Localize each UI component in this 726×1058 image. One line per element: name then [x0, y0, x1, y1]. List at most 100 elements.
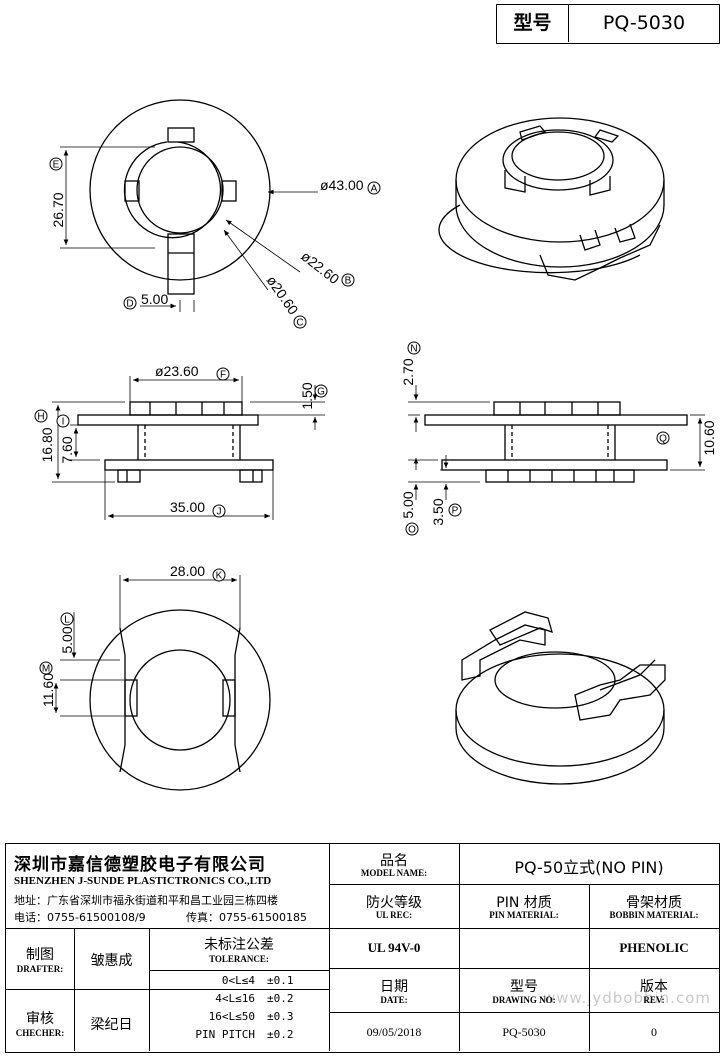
tolerance-range: PIN PITCH	[195, 1028, 255, 1041]
dim-label-a: A	[367, 181, 381, 195]
model-name-label-en: MODEL NAME:	[360, 868, 428, 878]
dim-P-value: 3.50	[430, 498, 446, 525]
dim-O-value: 5.00	[400, 491, 416, 518]
title-block: 深圳市嘉信德塑胶电子有限公司 SHENZHEN J-SUNDE PLASTICT…	[5, 843, 720, 1053]
iso-view-top	[438, 117, 665, 281]
tolerance-value: ±0.2	[267, 992, 294, 1005]
ul-value: UL 94V-0	[367, 940, 421, 955]
rev-label-en: REV:	[643, 995, 665, 1005]
dim-label-f: F	[216, 367, 230, 381]
company-name-cn: 深圳市嘉信德塑胶电子有限公司	[14, 855, 266, 875]
watermark: www.jydbobbin.com	[543, 989, 711, 1007]
dim-F-value: ø23.60	[155, 363, 199, 379]
company-fax: 传真：0755-61500185	[186, 911, 307, 924]
dim-label-q: Q	[656, 431, 670, 445]
iso-view-bottom	[455, 611, 666, 785]
tolerance-label-cn: 未标注公差	[204, 937, 274, 953]
front-view	[52, 376, 325, 520]
dim-J-value: 35.00	[170, 499, 205, 515]
company-address: 地址：广东省深圳市福永街道和平和昌工业园三栋四楼	[14, 894, 278, 907]
dim-label-o: O	[405, 522, 419, 536]
dim-C-value: ø20.60	[264, 273, 302, 318]
drafter-label-en: DRAFTER:	[16, 964, 64, 974]
pin-label-en: PIN MATERIAL:	[489, 910, 559, 920]
dim-label-k: K	[212, 568, 226, 582]
ul-label-en: UL REC:	[375, 910, 413, 920]
svg-text:A: A	[371, 184, 378, 195]
checker-label-en: CHECHER:	[15, 1028, 65, 1038]
dim-label-n: N	[407, 341, 421, 355]
dim-label-b: B	[341, 273, 355, 287]
bobbin-label-cn: 骨架材质	[626, 895, 682, 911]
bobbin-value: PHENOLIC	[619, 940, 689, 955]
svg-text:E: E	[53, 160, 60, 171]
rev-label-cn: 版本	[640, 979, 668, 995]
side-view	[408, 385, 705, 500]
pin-label-cn: PIN 材质	[496, 895, 552, 911]
tolerance-row: 16<L≤50 ±0.3	[149, 1010, 329, 1028]
bobbin-label-en: BOBBIN MATERIAL:	[609, 910, 699, 920]
tolerance-value: ±0.3	[267, 1010, 294, 1023]
dim-label-d: D	[123, 296, 137, 310]
svg-text:B: B	[345, 276, 352, 287]
drawing-no-value: PQ-5030	[502, 1025, 546, 1039]
svg-text:I: I	[62, 417, 65, 428]
rev-value: 0	[651, 1025, 657, 1039]
checker-value: 梁纪日	[90, 1017, 133, 1033]
dim-Q-value: 10.60	[701, 420, 717, 455]
svg-text:D: D	[126, 299, 133, 310]
tolerance-range: 0<L≤4	[221, 974, 255, 987]
dim-N-value: 2.70	[400, 358, 416, 385]
dim-label-m: M	[39, 661, 53, 675]
bottom-view	[53, 575, 271, 791]
svg-text:G: G	[317, 387, 325, 398]
svg-text:C: C	[296, 318, 303, 329]
header-box: 型号 PQ-5030	[496, 4, 720, 44]
dim-L-value: 5.00	[59, 626, 75, 653]
tolerance-row: 4<L≤16 ±0.2	[149, 992, 329, 1010]
date-value: 09/05/2018	[366, 1025, 422, 1039]
drawing-no-label-cn: 型号	[510, 979, 538, 995]
svg-text:O: O	[408, 525, 416, 536]
type-value: PQ-5030	[602, 12, 686, 34]
tolerance-row: PIN PITCH±0.2	[149, 1028, 329, 1046]
dim-M-value: 11.60	[40, 673, 56, 707]
svg-text:H: H	[37, 412, 44, 423]
svg-text:L: L	[64, 615, 70, 626]
type-label: 型号	[497, 5, 569, 42]
company-phone: 电话：0755-61500108/9	[14, 911, 146, 924]
dim-K-value: 28.00	[170, 563, 205, 579]
drafter-label-cn: 制图	[26, 947, 54, 963]
date-label-en: DATE:	[380, 995, 408, 1005]
dim-D-value: 5.00	[141, 291, 168, 307]
tolerance-label-en: TOLERANCE:	[209, 954, 269, 964]
dim-label-l: L	[60, 612, 74, 626]
dim-H-value: 16.80	[39, 427, 55, 462]
company-name-en: SHENZHEN J-SUNDE PLASTICTRONICS CO.,LTD	[14, 875, 272, 887]
drafter-value: 皱惠成	[90, 953, 133, 969]
dim-G-value: 1.50	[299, 382, 315, 409]
svg-text:K: K	[216, 571, 223, 582]
tolerance-range: 16<L≤50	[208, 1010, 255, 1023]
tolerance-range: 4<L≤16	[215, 992, 255, 1005]
dim-E-value: 26.70	[50, 192, 66, 227]
checker-label-cn: 审核	[26, 1011, 54, 1027]
dim-label-j: J	[212, 504, 226, 518]
dim-label-h: H	[34, 409, 48, 423]
ul-label-cn: 防火等级	[366, 895, 422, 911]
date-label-cn: 日期	[380, 979, 408, 995]
tolerance-value: ±0.1	[267, 974, 294, 987]
svg-text:N: N	[410, 344, 417, 355]
svg-text:Q: Q	[659, 434, 667, 445]
svg-text:P: P	[452, 506, 459, 517]
model-name-value: PQ-50立式(NO PIN)	[514, 858, 664, 877]
model-name-label-cn: 品名	[380, 853, 408, 869]
dim-label-p: P	[448, 503, 462, 517]
svg-text:F: F	[220, 370, 226, 381]
drawing-no-label-en: DRAWING NO:	[492, 995, 556, 1005]
tolerance-row: 0<L≤4 ±0.1	[149, 974, 329, 992]
top-view	[60, 99, 318, 312]
dim-A-value: ø43.00	[320, 177, 364, 193]
dim-I-value: 7.60	[59, 436, 75, 463]
svg-text:J: J	[217, 507, 222, 518]
